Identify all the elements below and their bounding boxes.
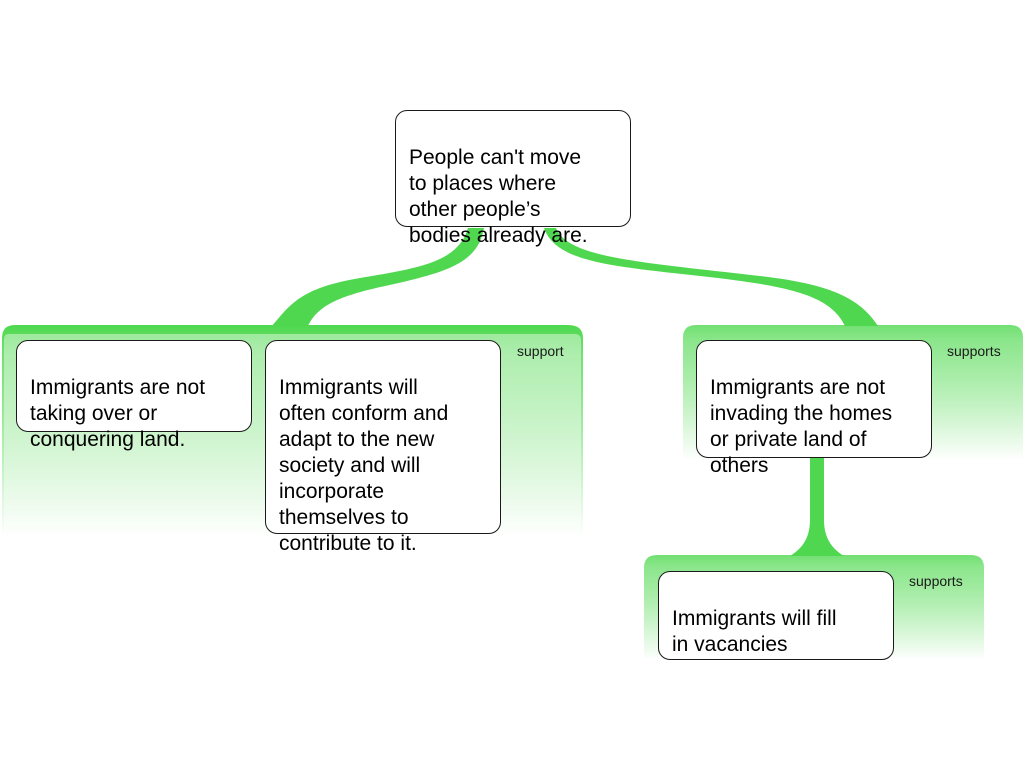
reason-box[interactable]: Immigrants will often conform and adapt … xyxy=(265,340,501,555)
support-label: support xyxy=(517,343,564,359)
reason-box[interactable]: Immigrants are not invading the homes or… xyxy=(696,340,932,477)
main-claim-box[interactable]: People can't move to places where other … xyxy=(395,110,631,247)
reason-box[interactable]: Immigrants are not taking over or conque… xyxy=(16,340,252,451)
reason-box[interactable]: Immigrants will fill in vacancies xyxy=(658,571,894,660)
connector-claim-to-right xyxy=(544,228,878,326)
reason-text: Immigrants will often conform and adapt … xyxy=(279,376,449,555)
reason-text: Immigrants will fill in vacancies xyxy=(672,607,837,656)
reason-text: Immigrants are not taking over or conque… xyxy=(30,376,206,451)
main-claim-text: People can't move to places where other … xyxy=(409,146,588,247)
supports-label: supports xyxy=(947,343,1001,359)
connector-right-to-lower xyxy=(790,458,844,556)
reason-text: Immigrants are not invading the homes or… xyxy=(710,376,893,477)
connector-claim-to-left xyxy=(272,228,484,326)
supports-label: supports xyxy=(909,573,963,589)
